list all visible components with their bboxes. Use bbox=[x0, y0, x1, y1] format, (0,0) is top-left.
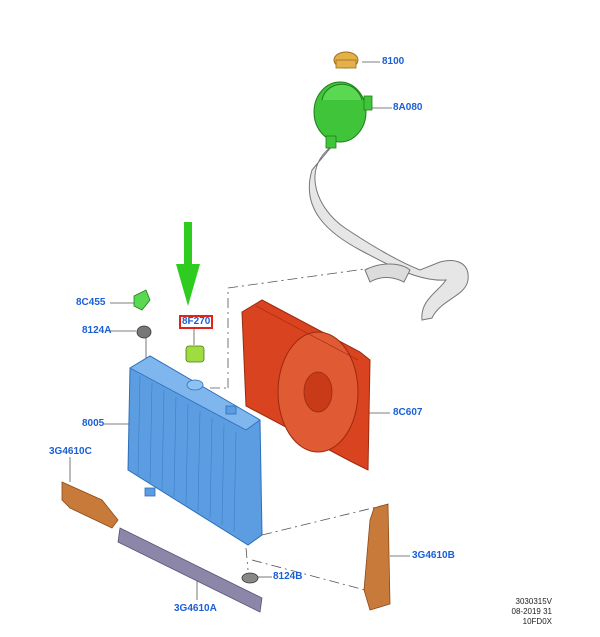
cap-8100-shape bbox=[333, 51, 359, 69]
reservoir-8A080-shape bbox=[308, 81, 469, 321]
leader-lines bbox=[69, 61, 410, 600]
footer-model-code: 10FD0X bbox=[522, 617, 552, 626]
radiator-8005-shape bbox=[127, 355, 263, 546]
sensor-8F270-shape bbox=[185, 345, 205, 363]
label-3G4610B[interactable]: 3G4610B bbox=[412, 550, 455, 561]
bracket-8C455-shape bbox=[133, 289, 151, 311]
label-8C455[interactable]: 8C455 bbox=[76, 297, 106, 308]
label-8F270-highlighted[interactable]: 8F270 bbox=[179, 315, 214, 329]
seal-3G4610A-shape bbox=[117, 527, 263, 613]
deflector-3G4610B-shape bbox=[363, 503, 391, 611]
label-8124A[interactable]: 8124A bbox=[82, 325, 112, 336]
footer-ref-code: 3030315V bbox=[515, 597, 552, 606]
label-8124B[interactable]: 8124B bbox=[273, 571, 303, 582]
isolator-8124B-shape bbox=[241, 572, 259, 584]
deflector-3G4610C-shape bbox=[61, 481, 119, 529]
fan-shroud-8C607-shape bbox=[241, 299, 371, 471]
label-8005[interactable]: 8005 bbox=[82, 418, 105, 429]
footer-date: 08-2019 31 bbox=[511, 607, 552, 616]
label-3G4610C[interactable]: 3G4610C bbox=[49, 446, 92, 457]
label-8C607[interactable]: 8C607 bbox=[393, 407, 423, 418]
label-3G4610A[interactable]: 3G4610A bbox=[174, 603, 217, 614]
label-8A080[interactable]: 8A080 bbox=[393, 102, 423, 113]
green-arrow-icon bbox=[176, 222, 200, 306]
isolator-8124A-shape bbox=[136, 325, 152, 339]
label-8100[interactable]: 8100 bbox=[382, 56, 405, 67]
